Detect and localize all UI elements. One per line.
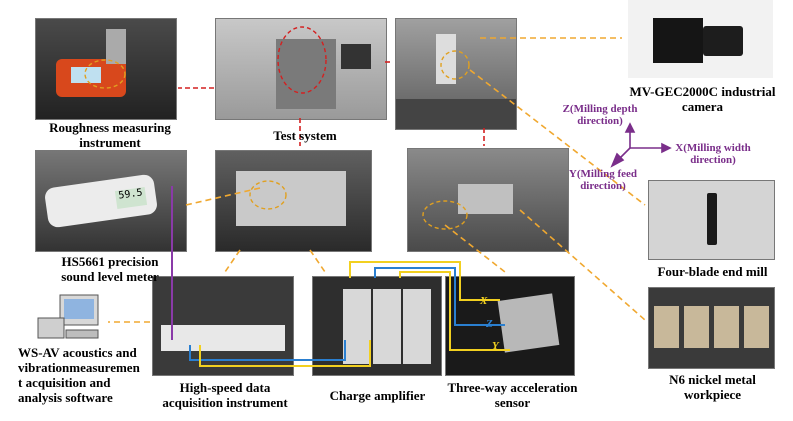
- computer-icon: [37, 294, 99, 339]
- software-label: WS-AV acoustics and vibrationmeasuremen …: [18, 345, 140, 405]
- sound-meter-label: HS5661 precision sound level meter: [61, 254, 159, 284]
- axis-y-label: Y(Milling feed direction): [568, 168, 638, 192]
- acceleration-sensor-label: Three-way acceleration sensor: [447, 380, 578, 410]
- roughness-instrument-photo: [35, 18, 177, 120]
- axis-z-label: Z(Milling depth direction): [562, 103, 638, 127]
- roughness-label: Roughness measuring instrument: [49, 120, 171, 150]
- wire-label-y: Y: [492, 340, 499, 352]
- industrial-camera-photo: [628, 0, 773, 78]
- daq-label: High-speed data acquisition instrument: [162, 380, 288, 410]
- wire-label-z: Z: [486, 318, 493, 330]
- end-mill-photo: [648, 180, 775, 260]
- workpiece-label: N6 nickel metal workpiece: [669, 372, 756, 402]
- test-system-label: Test system: [273, 128, 337, 143]
- workpiece-setup-photo: [407, 148, 569, 252]
- sound-level-meter-photo: 59.5: [35, 150, 187, 252]
- wiring-photo: [215, 150, 372, 252]
- machine-closeup-photo: [395, 18, 517, 130]
- workpiece-photo: [648, 287, 775, 369]
- axis-x-label: X(Milling width direction): [675, 142, 751, 166]
- test-system-photo: [215, 18, 387, 120]
- wire-label-x: X: [480, 295, 488, 307]
- end-mill-label: Four-blade end mill: [657, 264, 768, 279]
- camera-label: MV-GEC2000C industrial camera: [629, 84, 776, 114]
- charge-amplifier-label: Charge amplifier: [329, 388, 426, 403]
- charge-amplifier-photo: [312, 276, 442, 376]
